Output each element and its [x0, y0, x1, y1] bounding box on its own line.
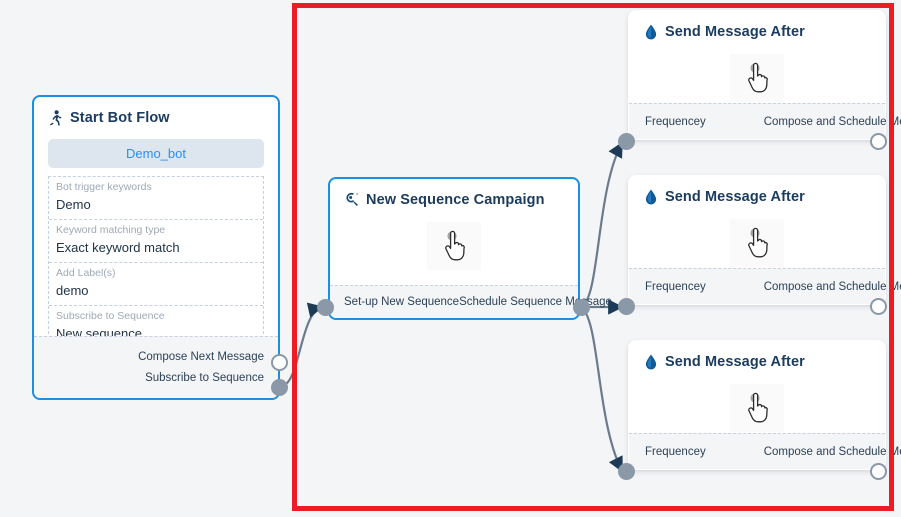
output-label-compose-and-schedule-message: Compose and Schedule Message: [763, 280, 901, 293]
start-field-list: Bot trigger keywords Demo Keyword matchi…: [48, 176, 264, 349]
field-row-keyword-matching-type[interactable]: Keyword matching type Exact keyword matc…: [49, 220, 263, 263]
field-value: Demo: [56, 197, 91, 212]
port-sequence-setup-new-sequence[interactable]: [317, 299, 334, 316]
node-send-2-title: Send Message After: [665, 188, 805, 205]
node-send-2-footer: Frequencey Compose and Schedule Message: [629, 268, 901, 304]
output-label-compose-next-message: Compose Next Message: [138, 351, 264, 363]
node-send-message-after-1[interactable]: Send Message After Frequencey Compose an…: [628, 10, 901, 140]
port-send-2-compose-and-schedule-message[interactable]: [870, 298, 887, 315]
pointing-hand-cursor-icon: [427, 222, 481, 270]
pointing-hand-cursor-icon: [730, 219, 784, 267]
port-send-2-frequency[interactable]: [618, 298, 635, 315]
pointing-hand-cursor-icon: [730, 54, 784, 102]
node-new-sequence-campaign[interactable]: New Sequence Campaign Set-up New Sequenc…: [328, 177, 612, 320]
field-label: Keyword matching type: [56, 224, 166, 236]
water-drop-icon: [643, 353, 658, 370]
running-person-icon: [48, 109, 63, 126]
input-label-frequency: Frequencey: [645, 445, 706, 458]
field-label: Subscribe to Sequence: [56, 310, 165, 322]
input-label-setup-new-sequence: Set-up New Sequence: [344, 296, 460, 308]
port-send-1-compose-and-schedule-message[interactable]: [870, 133, 887, 150]
node-send-3-title: Send Message After: [665, 353, 805, 370]
sequence-campaign-icon: [344, 191, 359, 208]
field-row-add-labels[interactable]: Add Label(s) demo: [49, 263, 263, 306]
port-sequence-schedule-sequence-message[interactable]: [573, 299, 590, 316]
port-send-1-frequency[interactable]: [618, 133, 635, 150]
field-row-bot-trigger-keywords[interactable]: Bot trigger keywords Demo: [49, 177, 263, 220]
node-sequence-header: New Sequence Campaign: [330, 179, 578, 212]
water-drop-icon: [643, 23, 658, 40]
node-send-2-header: Send Message After: [629, 176, 885, 209]
node-send-1-footer: Frequencey Compose and Schedule Message: [629, 103, 901, 139]
port-start-subscribe-to-sequence[interactable]: [271, 379, 288, 396]
node-sequence-footer: Set-up New Sequence Schedule Sequence Me…: [330, 285, 612, 318]
edge-start-to-sequence: [280, 302, 324, 388]
node-send-1-header: Send Message After: [629, 11, 885, 44]
output-label-compose-and-schedule-message: Compose and Schedule Message: [763, 445, 901, 458]
field-value: demo: [56, 283, 89, 298]
output-label-compose-and-schedule-message: Compose and Schedule Message: [763, 115, 901, 128]
node-start-bot-flow[interactable]: Start Bot Flow Demo_bot Bot trigger keyw…: [32, 95, 280, 400]
edge-sequence-to-send-3: [580, 306, 623, 473]
node-start-header: Start Bot Flow: [34, 97, 278, 130]
field-label: Bot trigger keywords: [56, 181, 152, 193]
node-send-3-footer: Frequencey Compose and Schedule Message: [629, 433, 901, 469]
node-start-title: Start Bot Flow: [70, 109, 170, 126]
output-label-subscribe-to-sequence: Subscribe to Sequence: [145, 372, 264, 384]
field-label: Add Label(s): [56, 267, 116, 279]
node-send-3-header: Send Message After: [629, 341, 885, 374]
node-start-footer: Compose Next Message Subscribe to Sequen…: [34, 336, 278, 398]
node-start-body: Demo_bot Bot trigger keywords Demo Keywo…: [34, 139, 278, 349]
port-send-3-frequency[interactable]: [618, 463, 635, 480]
field-value: Exact keyword match: [56, 240, 180, 255]
node-send-1-title: Send Message After: [665, 23, 805, 40]
node-sequence-title: New Sequence Campaign: [366, 191, 545, 208]
node-send-message-after-3[interactable]: Send Message After Frequencey Compose an…: [628, 340, 901, 470]
input-label-frequency: Frequencey: [645, 280, 706, 293]
bot-selector-pill[interactable]: Demo_bot: [48, 139, 264, 168]
water-drop-icon: [643, 188, 658, 205]
port-send-3-compose-and-schedule-message[interactable]: [870, 463, 887, 480]
pointing-hand-cursor-icon: [730, 384, 784, 432]
node-send-message-after-2[interactable]: Send Message After Frequencey Compose an…: [628, 175, 901, 305]
input-label-frequency: Frequencey: [645, 115, 706, 128]
edge-sequence-to-send-1: [580, 141, 623, 309]
port-start-compose-next-message[interactable]: [271, 354, 288, 371]
